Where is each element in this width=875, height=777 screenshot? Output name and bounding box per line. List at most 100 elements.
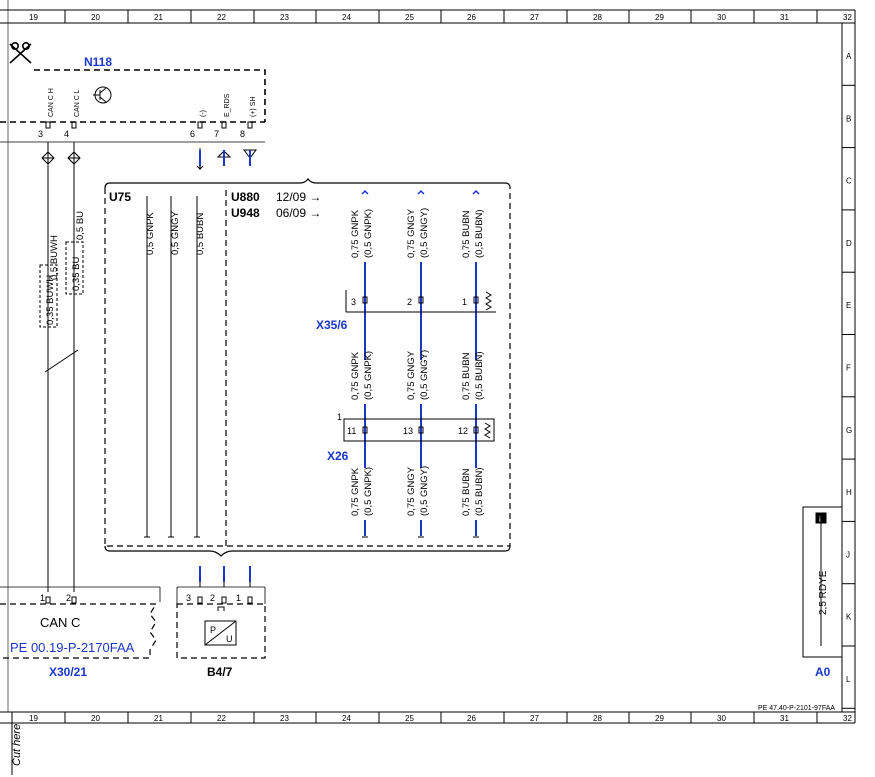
column-number-top: 30 <box>717 13 726 22</box>
wire-alt-label: (0,5 BUBN) <box>474 467 485 516</box>
column-number-top: 32 <box>843 13 852 22</box>
wire-alt-label: (0,5 GNGY) <box>419 208 430 258</box>
x26-marker: 1 <box>337 412 342 422</box>
u880-date: 12/09 → <box>276 190 321 204</box>
sensor-p: P <box>210 625 216 635</box>
row-letter: J <box>846 550 850 559</box>
wire-size-label: 0,75 GNGY <box>406 208 417 258</box>
blue-wires <box>364 262 477 536</box>
x35-6-connector <box>345 290 496 313</box>
n118-pin-number: 8 <box>240 129 245 139</box>
column-number-top: 25 <box>405 13 414 22</box>
x35-6-pin-number: 1 <box>462 297 467 307</box>
x35-6-pin-number: 2 <box>407 297 412 307</box>
row-letter: K <box>846 613 852 622</box>
a0-wire-label: 2,5 RDYE <box>818 570 829 615</box>
x35-6-pin-number: 3 <box>351 297 356 307</box>
column-number-bottom: 21 <box>154 714 163 723</box>
wire-size-label: 0,75 GNGY <box>406 466 417 516</box>
wire-alt-label: (0,5 GNGY) <box>419 466 430 516</box>
x30-21-connector <box>0 586 161 659</box>
column-number-bottom: 22 <box>217 714 226 723</box>
can-c-label: CAN C <box>40 615 80 630</box>
column-number-bottom: 23 <box>280 714 289 723</box>
column-number-top: 19 <box>29 13 38 22</box>
column-number-top: 27 <box>530 13 539 22</box>
u75-wire-gnpk: 0,5 GNPK <box>145 212 156 255</box>
column-number-bottom: 26 <box>467 714 476 723</box>
b4-7-blue-wires <box>199 566 251 582</box>
row-letter: G <box>846 426 852 435</box>
x30-21-ref-link[interactable]: PE 00.19-P-2170FAA <box>10 640 135 655</box>
column-number-bottom: 24 <box>342 714 351 723</box>
drawing-frame <box>0 0 856 775</box>
u880-label: U880 <box>231 190 260 204</box>
wire-alt-label: (0,5 GNGY) <box>419 350 430 400</box>
transistor-icon <box>93 86 112 104</box>
x26-pin-number: 13 <box>403 426 413 436</box>
x26-pin-number: 11 <box>347 426 356 436</box>
info-icon: i <box>819 515 821 524</box>
u75-wire-bubn: 0,5 BUBN <box>195 213 206 255</box>
column-number-bottom: 31 <box>780 714 789 723</box>
wire-size-label: 0,75 GNPK <box>350 467 361 516</box>
row-letter: H <box>846 488 852 497</box>
column-number-top: 20 <box>91 13 100 22</box>
column-number-bottom: 27 <box>530 714 539 723</box>
wire-alt-label: (0,5 GNPK) <box>363 351 374 400</box>
x26-connector <box>343 418 495 442</box>
u75-wires <box>146 150 251 537</box>
n118-pin-number: 4 <box>64 129 69 139</box>
x30-21-pin-number: 2 <box>66 593 71 603</box>
wire-0-5-bu: 0,5 BU <box>75 211 86 240</box>
wire-alt-label: (0,5 BUBN) <box>474 209 485 258</box>
b4-7-sensor <box>176 566 266 659</box>
n118-pin-label: CAN C H <box>48 88 55 117</box>
row-letter: A <box>846 52 852 61</box>
column-number-bottom: 19 <box>29 714 38 723</box>
column-number-top: 28 <box>593 13 602 22</box>
x26-pin-number: 12 <box>458 426 468 436</box>
n118-pin-label: (-) <box>200 110 207 117</box>
n118-pin-number: 3 <box>38 129 43 139</box>
column-number-bottom: 20 <box>91 714 100 723</box>
column-number-top: 21 <box>154 13 163 22</box>
n118-pin-label: E_RDS <box>224 93 231 117</box>
wire-size-label: 0,75 GNGY <box>406 350 417 400</box>
u948-date: 06/09 → <box>276 206 321 220</box>
row-letter: C <box>846 177 852 186</box>
wire-size-label: 0,75 BUBN <box>461 468 472 516</box>
column-number-top: 23 <box>280 13 289 22</box>
b4-7-pin-number: 1 <box>236 593 241 603</box>
can-wires <box>39 142 84 592</box>
wire-alt-label: (0,5 BUBN) <box>474 351 485 400</box>
column-number-top: 31 <box>780 13 789 22</box>
column-number-bottom: 32 <box>843 714 852 723</box>
row-letter: F <box>846 364 851 373</box>
column-number-top: 29 <box>655 13 664 22</box>
a0-component <box>802 506 843 658</box>
u948-label: U948 <box>231 206 260 220</box>
b4-7-label: B4/7 <box>207 665 233 679</box>
row-letter: L <box>846 675 851 684</box>
a0-label: A0 <box>815 665 831 679</box>
u75-wire-gngy: 0,5 GNGY <box>170 211 181 255</box>
column-number-bottom: 25 <box>405 714 414 723</box>
n118-pin-label: CAN C L <box>74 89 81 117</box>
wire-label-groups: 0,75 GNPK(0,5 GNPK)0,75 GNGY(0,5 GNGY)0,… <box>350 189 485 516</box>
n118-pin-label: (+) SH <box>250 97 257 117</box>
wire-alt-label: (0,5 GNPK) <box>363 467 374 516</box>
b4-7-pin-number: 3 <box>186 593 191 603</box>
variant-box <box>104 178 511 557</box>
b4-7-pin-number: 2 <box>210 593 215 603</box>
sensor-u: U <box>226 634 233 644</box>
column-number-bottom: 29 <box>655 714 664 723</box>
x30-21-pin-number: 1 <box>40 593 45 603</box>
x26-label: X26 <box>327 449 349 463</box>
wire-size-label: 0,75 BUBN <box>461 352 472 400</box>
